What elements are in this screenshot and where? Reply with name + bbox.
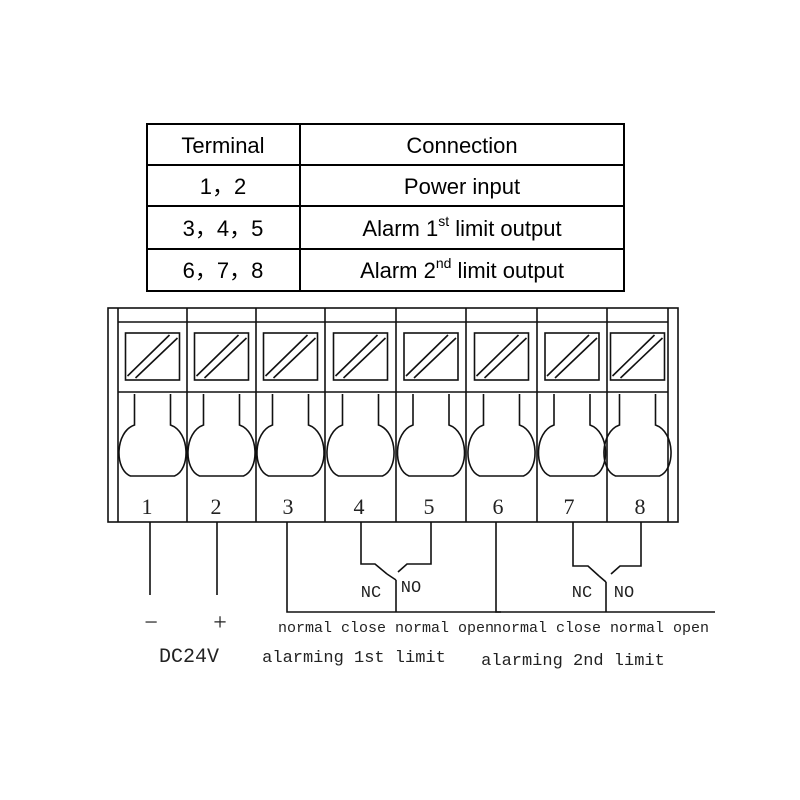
clamp-1 (118, 394, 187, 477)
alarm2-switch-nc-arm (598, 575, 607, 583)
clamp-6 (467, 394, 536, 477)
wiring (149, 522, 715, 613)
screw-head-6 (473, 332, 530, 381)
alarm2-nc-label: NC (572, 584, 592, 603)
terminal-table (146, 123, 625, 292)
clamp-2 (187, 394, 256, 477)
terminal-number-1: 1 (142, 494, 153, 519)
header-terminal: Terminal (181, 133, 264, 158)
clamp-8 (603, 394, 672, 477)
row1-connection: Power input (404, 174, 520, 199)
screw-head-7 (544, 332, 600, 381)
terminal-number-2: 2 (211, 494, 222, 519)
wire-terminal-5-no (397, 522, 432, 573)
clamp-4 (326, 394, 395, 477)
power-minus-label: − (144, 610, 158, 636)
wire-terminal-7-nc (572, 522, 600, 577)
row3-connection: Alarm 2nd limit output (360, 255, 564, 283)
terminal-block (107, 307, 679, 523)
wire-terminal-3-common (286, 522, 501, 613)
screw-head-8 (609, 332, 666, 381)
alarm1-label: alarming 1st limit (262, 649, 446, 668)
row2-terminals: 3，4，5 (183, 216, 264, 241)
power-plus-label: + (213, 610, 227, 636)
alarm1-switch-nc-arm (386, 573, 397, 581)
terminal-number-3: 3 (283, 494, 294, 519)
terminal-cells (118, 308, 672, 522)
terminal-number-8: 8 (635, 494, 646, 519)
screw-head-1 (124, 332, 181, 381)
alarm1-no-label: NO (401, 579, 421, 598)
alarm1-description: normal close normal open (278, 620, 494, 637)
row3-terminals: 6，7，8 (183, 258, 264, 283)
power-dc24v-label: DC24V (159, 646, 219, 669)
header-connection: Connection (406, 133, 517, 158)
clamp-7 (537, 394, 607, 477)
screw-head-2 (193, 332, 250, 381)
terminal-number-5: 5 (424, 494, 435, 519)
terminal-numbers: 1 2 3 4 5 6 7 8 (142, 494, 646, 519)
terminal-number-6: 6 (493, 494, 504, 519)
alarm2-description: normal close normal open (493, 620, 709, 637)
row1-terminals: 1，2 (200, 174, 246, 199)
wire-terminal-4-nc (360, 522, 388, 575)
clamp-5 (396, 394, 466, 477)
alarm2-no-label: NO (614, 584, 634, 603)
wire-terminal-6-common (495, 522, 715, 613)
wire-terminal-8-no (610, 522, 642, 575)
alarm2-label: alarming 2nd limit (481, 652, 665, 671)
row2-connection: Alarm 1st limit output (362, 213, 561, 241)
screw-head-4 (332, 332, 389, 381)
alarm1-nc-label: NC (361, 584, 381, 603)
terminal-number-4: 4 (354, 494, 365, 519)
screw-head-3 (262, 332, 319, 381)
terminal-number-7: 7 (564, 494, 575, 519)
screw-head-5 (403, 332, 459, 381)
clamp-3 (256, 394, 325, 477)
